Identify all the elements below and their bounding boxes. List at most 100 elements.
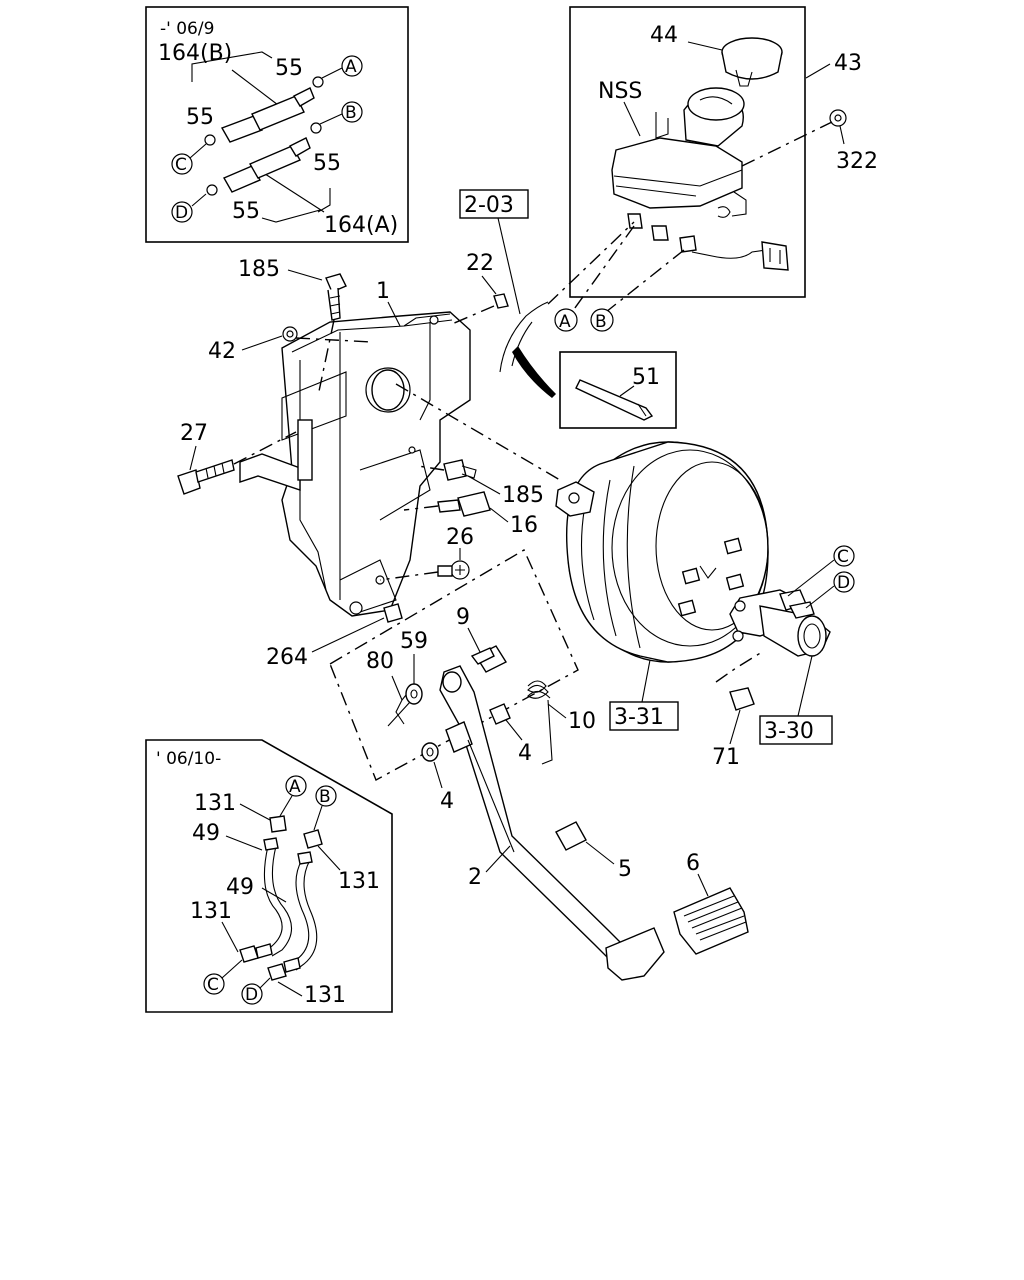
label-131-b: 131 xyxy=(338,869,380,894)
svg-text:D: D xyxy=(837,573,850,593)
label-55-bottom: 55 xyxy=(232,199,260,224)
label-part-22: 22 xyxy=(466,251,494,276)
label-131-a: 131 xyxy=(194,791,236,816)
label-49-a: 49 xyxy=(192,821,220,846)
connector-b-main: B xyxy=(590,249,685,332)
brake-booster xyxy=(555,441,769,663)
nut-42 xyxy=(282,326,373,343)
connector-a-inset-top: A xyxy=(321,55,363,79)
label-part-4-upper: 4 xyxy=(518,741,532,766)
reservoir-cap xyxy=(721,37,783,87)
connector-d-inset-bottom: D xyxy=(241,977,271,1005)
inset-period-late: ' 06/10- xyxy=(156,749,221,769)
bolt-185-right xyxy=(417,459,477,481)
label-part-6: 6 xyxy=(686,851,700,876)
reservoir-tank xyxy=(611,87,747,218)
label-part-264: 264 xyxy=(266,645,308,670)
ref-3-30[interactable]: 3-30 xyxy=(764,719,814,744)
svg-text:B: B xyxy=(595,312,607,332)
ref-3-30-group: 3-30 xyxy=(759,655,833,745)
label-part-26: 26 xyxy=(446,525,474,550)
label-part-9: 9 xyxy=(456,605,470,630)
label-part-185-top: 185 xyxy=(238,257,280,282)
label-131-c: 131 xyxy=(190,899,232,924)
label-131-d: 131 xyxy=(304,983,346,1008)
connector-c-main: C xyxy=(787,545,855,597)
label-part-71: 71 xyxy=(712,745,740,770)
inset-hoses-early: -' 06/9 164(B) 164(A) 55 55 55 55 xyxy=(145,6,409,243)
svg-text:C: C xyxy=(207,975,219,995)
label-part-16: 16 xyxy=(510,513,538,538)
svg-text:B: B xyxy=(345,103,357,123)
label-part-80: 80 xyxy=(366,649,394,674)
label-43: 43 xyxy=(834,51,862,76)
connector-d-inset-top: D xyxy=(171,193,207,223)
master-cylinder-flange xyxy=(729,589,831,657)
ref-3-31-group: 3-31 xyxy=(609,659,679,731)
hose-164b xyxy=(220,87,315,143)
clutch-pedal-arm-2 xyxy=(439,665,665,981)
svg-text:C: C xyxy=(837,547,849,567)
bolt-27 xyxy=(177,431,297,495)
switch-16 xyxy=(403,491,491,517)
hose-164a xyxy=(223,137,311,193)
nut-71 xyxy=(715,651,763,711)
bushing-4-lower xyxy=(421,742,439,762)
screw-26 xyxy=(379,560,470,581)
nut-264 xyxy=(383,603,403,623)
label-part-4-lower: 4 xyxy=(440,789,454,814)
svg-text:D: D xyxy=(175,203,188,223)
label-part-27: 27 xyxy=(180,421,208,446)
inset-clip: 51 xyxy=(559,351,677,429)
label-164a: 164(A) xyxy=(324,213,398,238)
inset-period-early: -' 06/9 xyxy=(160,19,214,39)
connector-b-inset-top: B xyxy=(319,101,363,125)
connector-a-main: A xyxy=(554,225,635,332)
label-44: 44 xyxy=(650,23,678,48)
washer-59 xyxy=(405,683,423,705)
connector-d-main: D xyxy=(805,571,855,609)
ref-2-03[interactable]: 2-03 xyxy=(464,193,514,218)
label-part-5: 5 xyxy=(618,857,632,882)
clamp-icon xyxy=(206,184,218,196)
label-55-right: 55 xyxy=(313,151,341,176)
label-part-2: 2 xyxy=(468,865,482,890)
hose-49-left xyxy=(261,845,293,957)
connector-c-inset-bottom: C xyxy=(203,959,243,995)
label-49-b: 49 xyxy=(226,875,254,900)
svg-text:A: A xyxy=(345,57,357,77)
label-part-185-right: 185 xyxy=(502,483,544,508)
bushing-4-upper xyxy=(489,703,511,725)
label-nss: NSS xyxy=(598,79,642,104)
svg-text:B: B xyxy=(319,787,331,807)
hose-49-right xyxy=(287,859,318,971)
clamp-icon xyxy=(204,134,216,146)
clamp-icon xyxy=(310,122,322,134)
pin-9 xyxy=(470,645,508,673)
svg-text:A: A xyxy=(559,312,571,332)
label-55-top: 55 xyxy=(275,56,303,81)
ref-2-03-group: 2-03 xyxy=(459,189,556,398)
bolt-185-top xyxy=(317,273,347,397)
connector-a-inset-bottom: A xyxy=(279,775,307,817)
connector-b-inset-bottom: B xyxy=(313,785,337,831)
nut-22 xyxy=(451,293,509,325)
label-55-left: 55 xyxy=(186,105,214,130)
label-322: 322 xyxy=(836,149,878,174)
label-part-10: 10 xyxy=(568,709,596,734)
connector-c-inset-top: C xyxy=(171,143,207,175)
clamp-icon xyxy=(312,76,324,88)
svg-text:D: D xyxy=(245,985,258,1005)
level-sensor-connector xyxy=(691,241,789,271)
spring-10 xyxy=(527,680,553,765)
svg-text:A: A xyxy=(289,777,301,797)
inset-hoses-late: ' 06/10- 131 49 49 131 131 131 xyxy=(145,739,393,1013)
pedal-bracket-1 xyxy=(239,311,471,617)
clip-80 xyxy=(387,675,411,727)
label-part-1: 1 xyxy=(376,279,390,304)
stopper-5 xyxy=(555,821,587,851)
ref-3-31[interactable]: 3-31 xyxy=(614,705,664,730)
inset-reservoir: 44 43 NSS 322 xyxy=(569,6,878,298)
label-part-59: 59 xyxy=(400,629,428,654)
